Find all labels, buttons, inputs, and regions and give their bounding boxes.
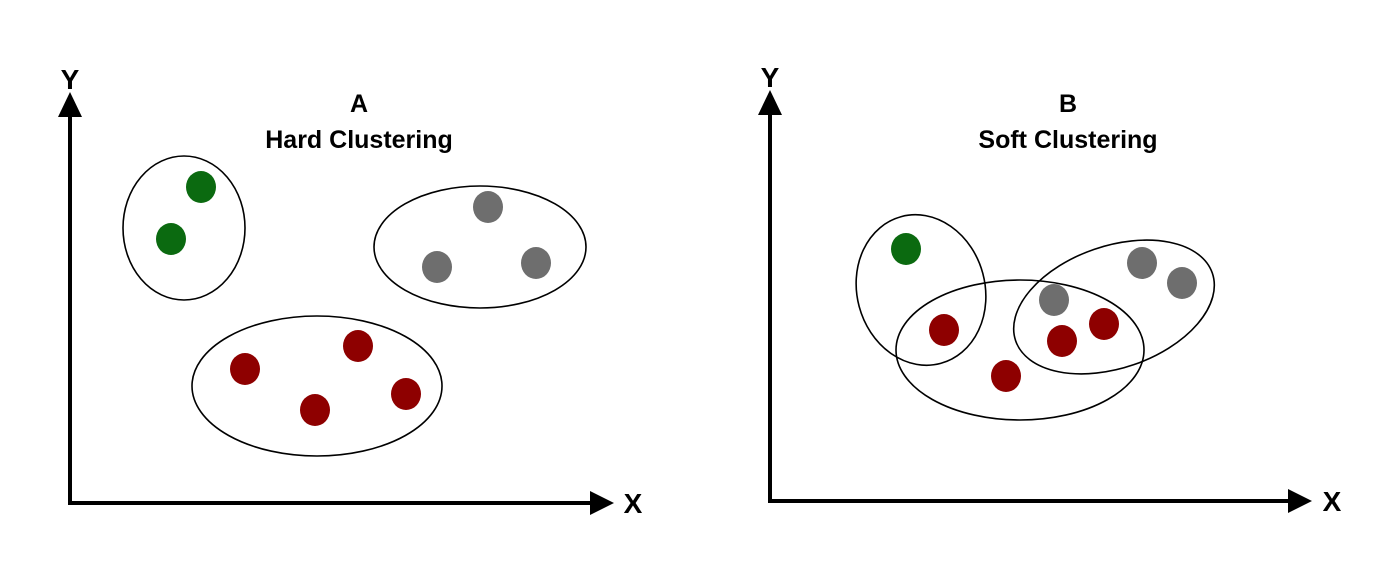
panel-b-letter: B (1059, 90, 1077, 118)
panel-b-gray-point (1167, 267, 1197, 299)
panel-b-x-axis-label: X (1323, 486, 1342, 517)
panel-a-letter: A (350, 90, 368, 118)
panel-b-red-point (1089, 308, 1119, 340)
panel-a-x-arrow (590, 491, 614, 515)
panel-a-red-point (300, 394, 330, 426)
panel-a-title: Hard Clustering (265, 126, 453, 154)
panel-b-red-point (929, 314, 959, 346)
panel-b: Y X B Soft Clustering (758, 62, 1342, 517)
panel-b-left-cluster-outline (855, 213, 987, 367)
panel-a-red-point (391, 378, 421, 410)
panel-b-x-arrow (1288, 489, 1312, 513)
panel-b-middle-cluster-outline (895, 279, 1145, 421)
panel-a-y-arrow (58, 92, 82, 117)
panel-a-gray-point (422, 251, 452, 283)
panel-a-gray-point (473, 191, 503, 223)
panel-a-red-cluster-outline (191, 315, 443, 457)
panel-b-title: Soft Clustering (978, 126, 1157, 154)
panel-a-gray-point (521, 247, 551, 279)
panel-b-red-point (1047, 325, 1077, 357)
panel-a-red-point (230, 353, 260, 385)
panel-b-red-point (991, 360, 1021, 392)
panel-b-gray-point (1039, 284, 1069, 316)
panel-a-green-cluster-outline (122, 155, 246, 301)
panel-b-gray-point (1127, 247, 1157, 279)
panel-a-y-axis-label: Y (61, 64, 80, 95)
panel-b-y-axis-label: Y (761, 62, 780, 93)
panel-a-x-axis-label: X (624, 488, 643, 519)
panel-a: Y X A Hard Clustering (58, 64, 643, 519)
panel-a-green-point (156, 223, 186, 255)
panel-b-right-cluster-outline (1012, 239, 1216, 375)
panel-b-green-point (891, 233, 921, 265)
panel-b-y-arrow (758, 90, 782, 115)
panel-a-green-point (186, 171, 216, 203)
panel-a-gray-cluster-outline (373, 185, 587, 309)
panel-a-red-point (343, 330, 373, 362)
